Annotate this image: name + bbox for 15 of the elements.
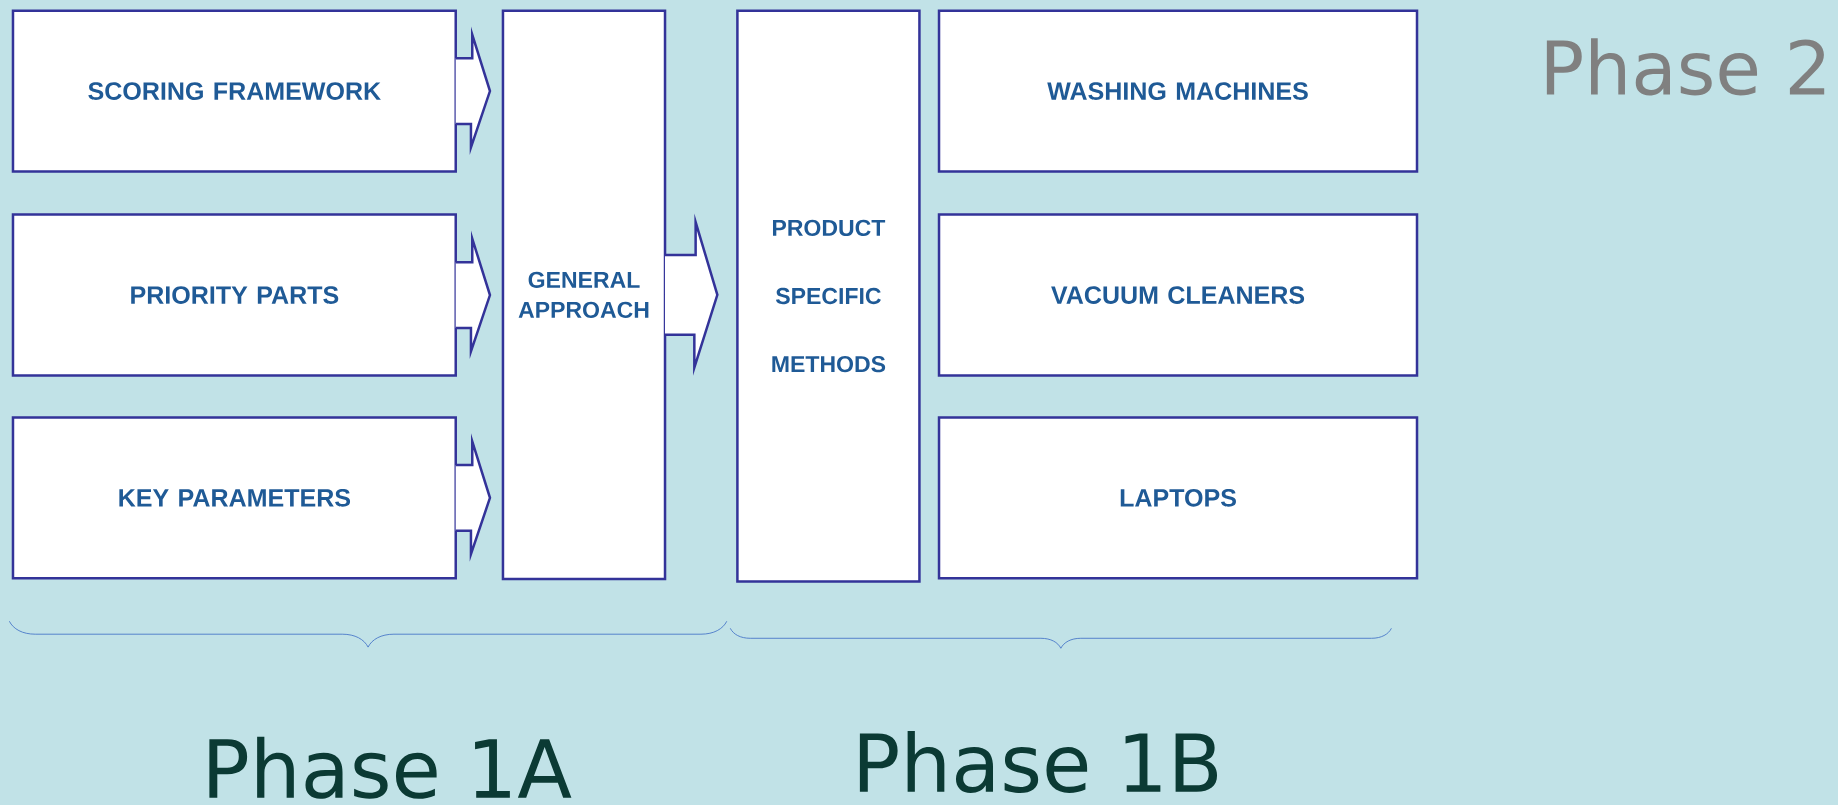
process-box: GENERAL APPROACH <box>501 9 667 581</box>
phase-label: Phase 2 <box>1546 38 1825 96</box>
block-arrow <box>454 433 492 562</box>
block-arrow <box>663 213 719 376</box>
block-arrow <box>454 230 492 359</box>
process-box: LAPTOPS <box>937 416 1419 580</box>
process-box: VACUUM CLEANERS <box>937 213 1419 377</box>
process-box: SCORING FRAMEWORK <box>11 9 457 173</box>
phase-label: Phase 1B <box>859 730 1218 793</box>
block-arrow <box>454 26 492 155</box>
phase-label: Phase 1A <box>209 736 572 799</box>
process-box: PRIORITY PARTS <box>11 213 457 377</box>
process-box: WASHING MACHINES <box>937 9 1419 173</box>
process-box: PRODUCT SPECIFIC METHODS <box>736 9 921 583</box>
process-box: KEY PARAMETERS <box>11 416 457 580</box>
